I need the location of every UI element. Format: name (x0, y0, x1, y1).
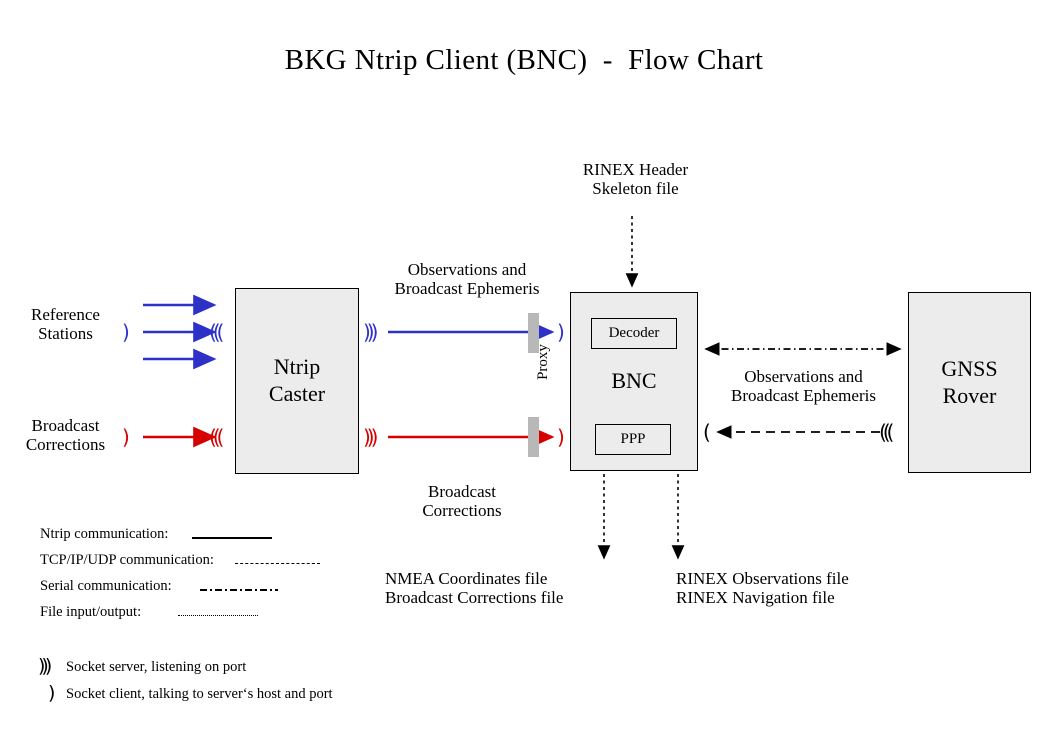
node-bnc-label: BNC (611, 368, 657, 394)
legend-line-solid (192, 537, 272, 539)
legend-line-dashed (235, 563, 320, 564)
legend-label-socket-client: Socket client, talking to server‘s host … (66, 686, 333, 702)
legend-label-file: File input/output: (40, 604, 142, 620)
node-ntrip-caster[interactable]: Ntrip Caster (235, 288, 359, 474)
proxy-bar-top (528, 313, 539, 353)
socket-server-icon-caster-in-observations: ))) (213, 320, 225, 344)
label-observations-ephemeris-center: Observations and Broadcast Ephemeris (394, 260, 540, 299)
node-gnss-rover[interactable]: GNSS Rover (908, 292, 1031, 473)
label-rinex-output-files: RINEX Observations file RINEX Navigation… (676, 569, 849, 608)
legend-label-serial: Serial communication: (40, 578, 172, 594)
socket-client-icon-bnc-observations: ) (557, 320, 565, 344)
legend-label-socket-server: Socket server, listening on port (66, 659, 247, 675)
legend-label-tcp: TCP/IP/UDP communication: (40, 552, 214, 568)
node-ntrip-caster-label: Ntrip Caster (268, 354, 326, 406)
edge-reference-stations-to-caster (143, 294, 217, 370)
label-broadcast-corrections-left: Broadcast Corrections (25, 416, 106, 455)
legend-line-dash-dot (200, 589, 278, 591)
page-title: BKG Ntrip Client (BNC) - Flow Chart (284, 44, 764, 76)
socket-server-icon-caster-out-observations: ))) (363, 320, 379, 344)
node-gnss-rover-label: GNSS Rover (941, 355, 998, 408)
node-ppp-label: PPP (620, 431, 646, 447)
socket-server-icon-caster-in-corrections: ))) (213, 425, 225, 449)
label-broadcast-corrections-center: Broadcast Corrections (422, 482, 502, 521)
socket-client-icon-reference-stations: ) (122, 320, 130, 344)
node-decoder[interactable]: Decoder (591, 318, 677, 349)
node-ppp[interactable]: PPP (595, 424, 671, 455)
label-nmea-output-files: NMEA Coordinates file Broadcast Correcti… (385, 569, 564, 608)
legend-label-ntrip: Ntrip communication: (40, 526, 169, 542)
socket-server-icon: ))) (38, 655, 52, 677)
label-observations-ephemeris-right: Observations and Broadcast Ephemeris (731, 367, 876, 406)
socket-server-icon-rover: ))) (883, 420, 895, 444)
socket-client-icon-bnc-rover: ( (703, 420, 711, 444)
node-decoder-label: Decoder (608, 325, 660, 341)
proxy-bar-bottom (528, 417, 539, 457)
socket-client-icon-bnc-corrections: ) (557, 425, 565, 449)
label-rinex-header-skeleton-file: RINEX Header Skeleton file (582, 160, 689, 199)
legend-line-dotted (178, 615, 258, 616)
proxy-label: Proxy (535, 344, 551, 380)
socket-client-icon-broadcast-corrections: ) (122, 425, 130, 449)
socket-server-icon-caster-out-corrections: ))) (363, 425, 379, 449)
label-reference-stations: Reference Stations (31, 305, 100, 344)
socket-client-icon: ) (48, 682, 56, 704)
